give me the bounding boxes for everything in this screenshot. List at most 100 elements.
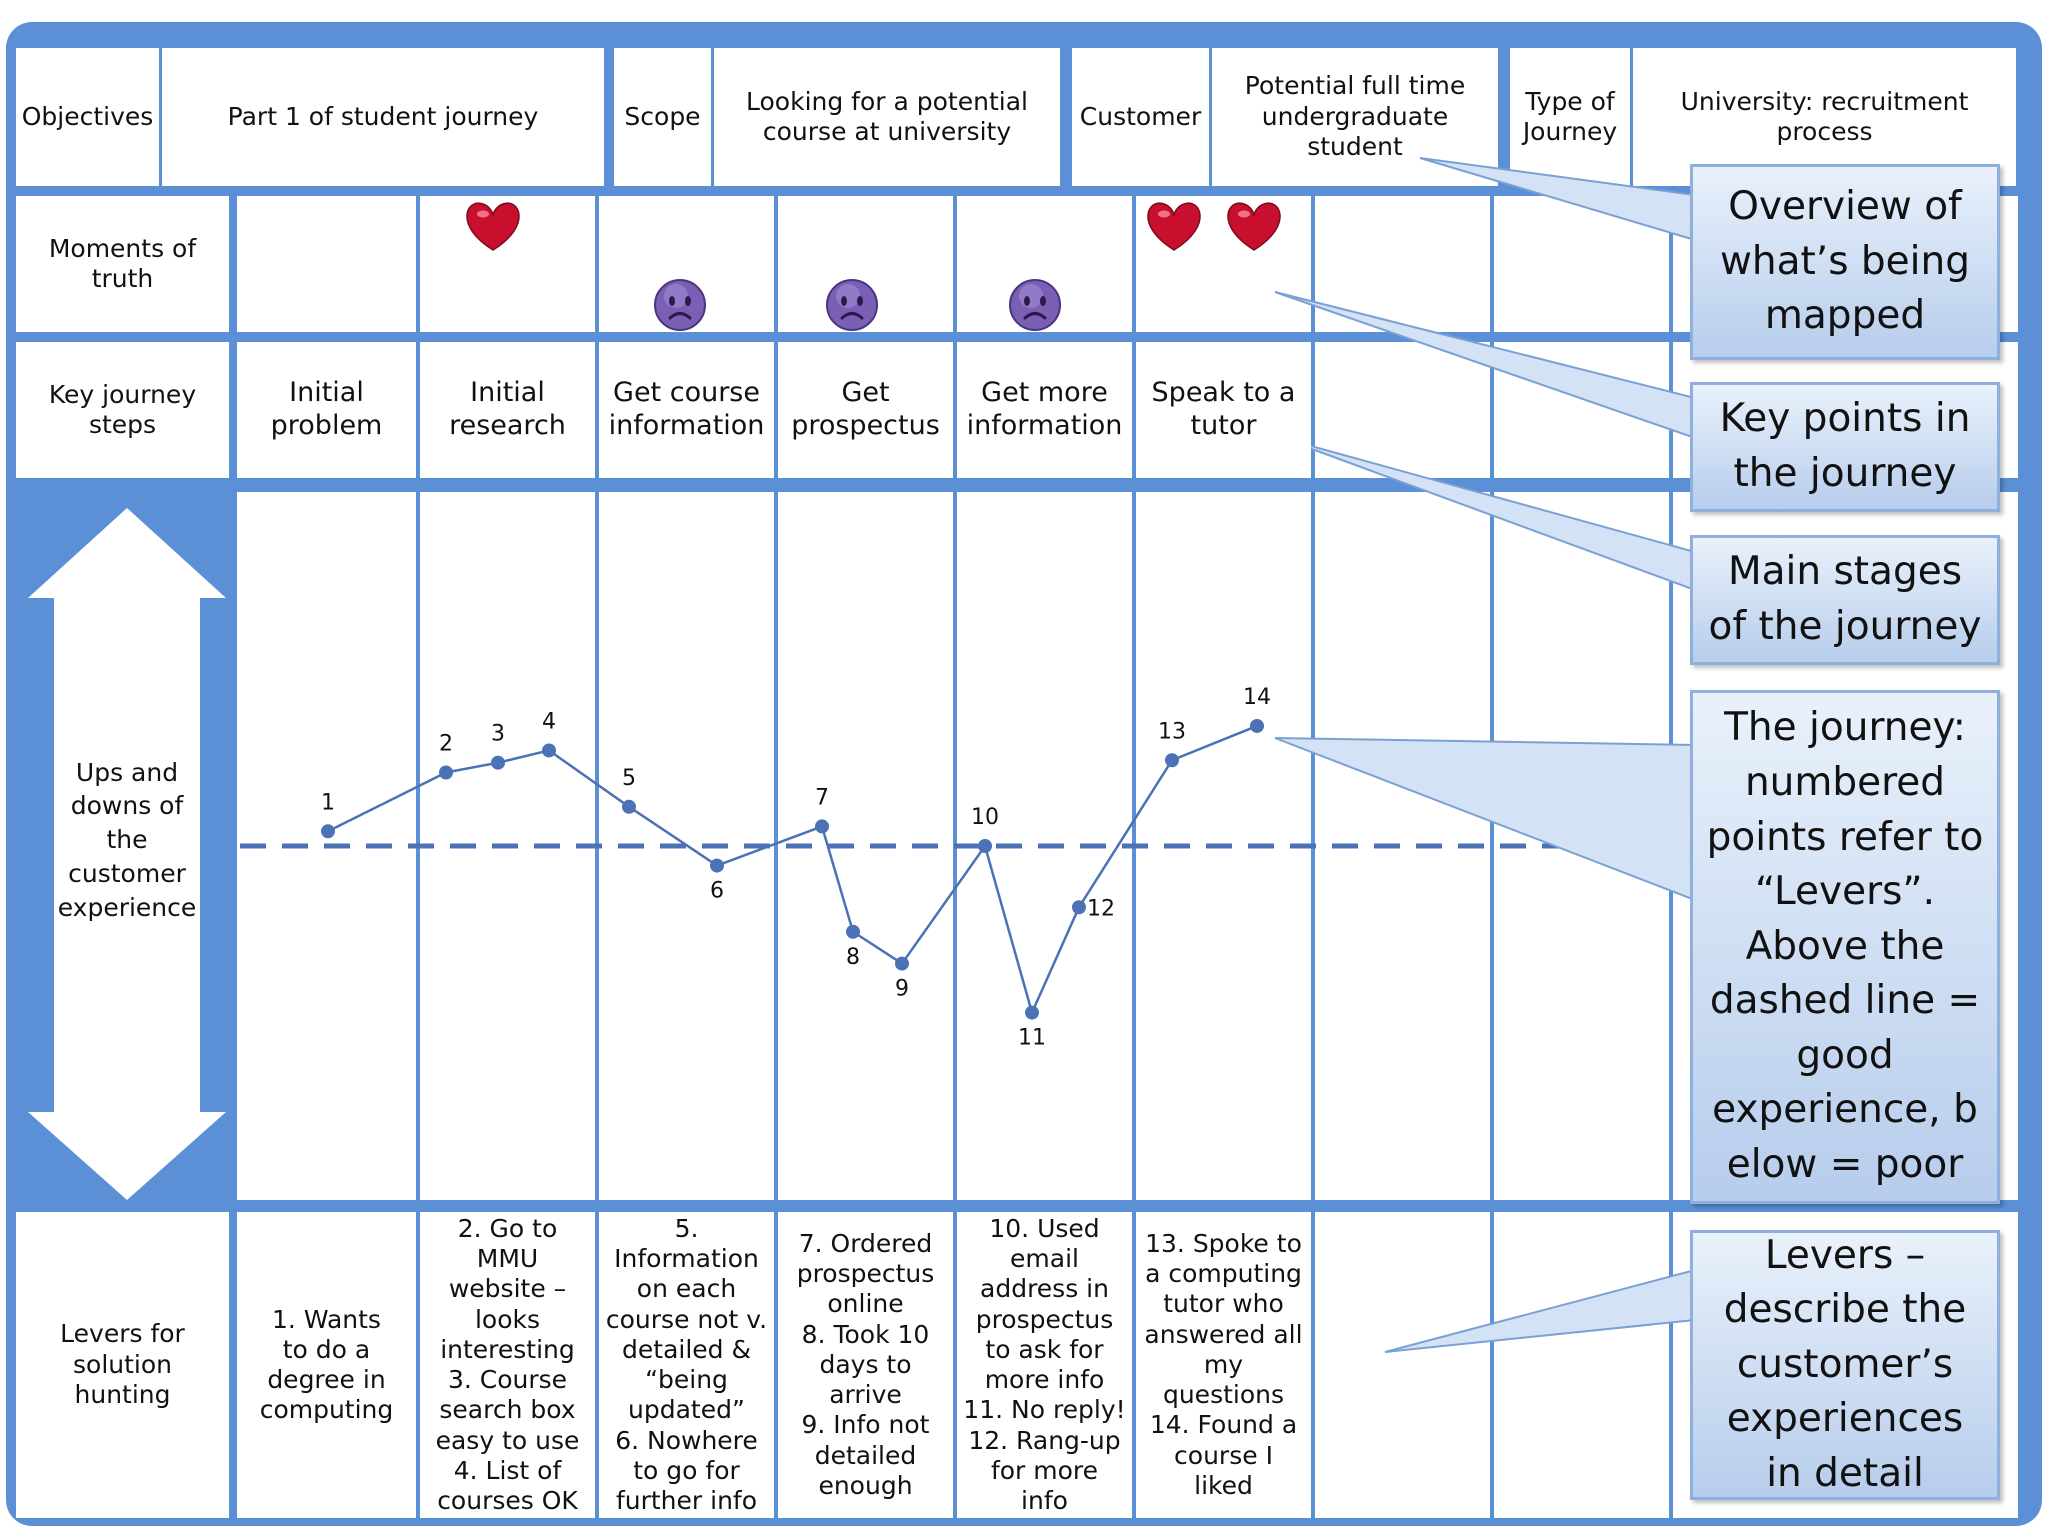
journey-point-3 [491,755,505,770]
journey-point-label: 10 [971,805,999,830]
lever-line: course I [1174,1440,1273,1470]
lever-line: to do a [282,1334,371,1364]
journey-point-6 [710,858,724,873]
lever-line: 7. Ordered [798,1228,933,1258]
up-down-arrow-icon [28,508,226,1200]
journey-point-label: 1 [321,790,335,815]
journey-point-2 [439,765,453,780]
scope-value: Looking for a potential course at univer… [714,48,1060,186]
callout-levers: Levers – describe the customer’s experie… [1690,1230,2000,1500]
lever-line: 11. No reply! [963,1395,1126,1425]
heart-icon [1147,202,1201,251]
lever-line: tutor who [1163,1289,1284,1319]
lever-line: info [1021,1486,1068,1515]
lever-line: a computing [1145,1259,1302,1289]
row-label-levers: Levers for solution hunting [16,1212,229,1518]
callout-overview: Overview of what’s being mapped [1690,164,2000,360]
objectives-label: Objectives [16,48,159,186]
lever-line: updated” [628,1395,745,1425]
lever-line: 2. Go to [457,1213,558,1243]
lever-line: MMU [476,1244,539,1273]
heart-icon [1227,202,1281,251]
lever-line: detailed & [622,1334,751,1364]
journey-point-14 [1250,718,1264,733]
row-label-steps: Key journey steps [16,342,229,478]
heart-icon [466,202,520,251]
lever-line: 10. Used [989,1213,1100,1243]
callout-key-points: Key points in the journey [1690,382,2000,512]
lever-line: answered all [1144,1319,1303,1349]
journey-step: Get course information [599,342,774,478]
row-label-moments: Moments of truth [16,196,229,332]
lever-line: courses OK [437,1486,578,1515]
journey-point-10 [978,839,992,853]
lever-line: to go for [633,1455,740,1485]
lever-line: website – [448,1274,567,1304]
lever-line: “being [645,1365,728,1394]
sad-face-icon [654,279,706,331]
lever-line: easy to use [435,1425,580,1455]
journey-point-label: 7 [815,785,829,810]
journey-type-label: Type of Journey [1510,48,1630,186]
lever-line: 6. Nowhere [615,1425,758,1455]
lever-line: looks [474,1304,541,1334]
journey-line [327,724,1258,1017]
lever-line: course not v. [605,1304,768,1334]
journey-point-label: 9 [895,977,909,1002]
lever-line: 3. Course [447,1365,568,1394]
scope-label: Scope [614,48,711,186]
journey-point-label: 14 [1243,685,1271,710]
journey-point-label: 2 [439,732,453,757]
journey-step: Get more information [957,342,1132,478]
lever-line: for more [990,1455,1099,1485]
journey-point-label: 6 [710,879,724,904]
sad-face-icon [1009,279,1061,331]
lever-line: 13. Spoke to [1145,1228,1302,1258]
lever-line: 12. Rang-up [968,1425,1121,1455]
lever-line: prospectus [975,1304,1114,1334]
journey-point-label: 8 [846,945,860,970]
journey-point-label: 13 [1158,719,1186,744]
journey-point-11 [1025,1005,1039,1020]
lever-line: search box [439,1395,576,1425]
lever-line: to ask for [985,1334,1104,1364]
journey-point-8 [846,924,860,939]
journey-step: Get prospectus [778,342,953,478]
journey-step: Speak to a tutor [1136,342,1311,478]
journey-point-4 [542,743,556,758]
lever-line: more info [984,1365,1105,1394]
lever-line: prospectus [796,1259,935,1289]
journey-point-5 [622,799,636,814]
row-label-experience: Ups and downs of the customer experience [57,757,197,922]
lever-line: email [1010,1244,1079,1273]
journey-step: Initial research [420,342,595,478]
lever-line: my questions [1162,1349,1285,1410]
sad-face-icon [826,279,878,331]
lever-line: interesting [440,1334,575,1364]
lever-line: days to [819,1349,912,1379]
lever-line: 1. Wants [272,1304,381,1334]
journey-type-value: University: recruitment process [1633,48,2016,186]
lever-line: arrive [829,1380,902,1410]
objectives-value: Part 1 of student journey [162,48,604,186]
journey-point-13 [1165,753,1179,768]
lever-line: on each [636,1274,737,1304]
lever-line: 8. Took 10 [801,1319,930,1349]
journey-point-9 [895,956,909,971]
lever-line: computing [259,1395,394,1425]
lever-line: 4. List of [453,1455,562,1485]
lever-line: 5. [674,1213,699,1243]
lever-line: liked [1194,1470,1253,1500]
lever-line: 9. Info not [801,1410,930,1440]
lever-line: 14. Found a [1149,1410,1298,1440]
callout-main-stages: Main stages of the journey [1690,535,2000,665]
journey-point-label: 5 [622,766,636,791]
journey-point-1 [321,824,335,839]
callout-journey: The journey: numbered points refer to “L… [1690,690,2000,1204]
